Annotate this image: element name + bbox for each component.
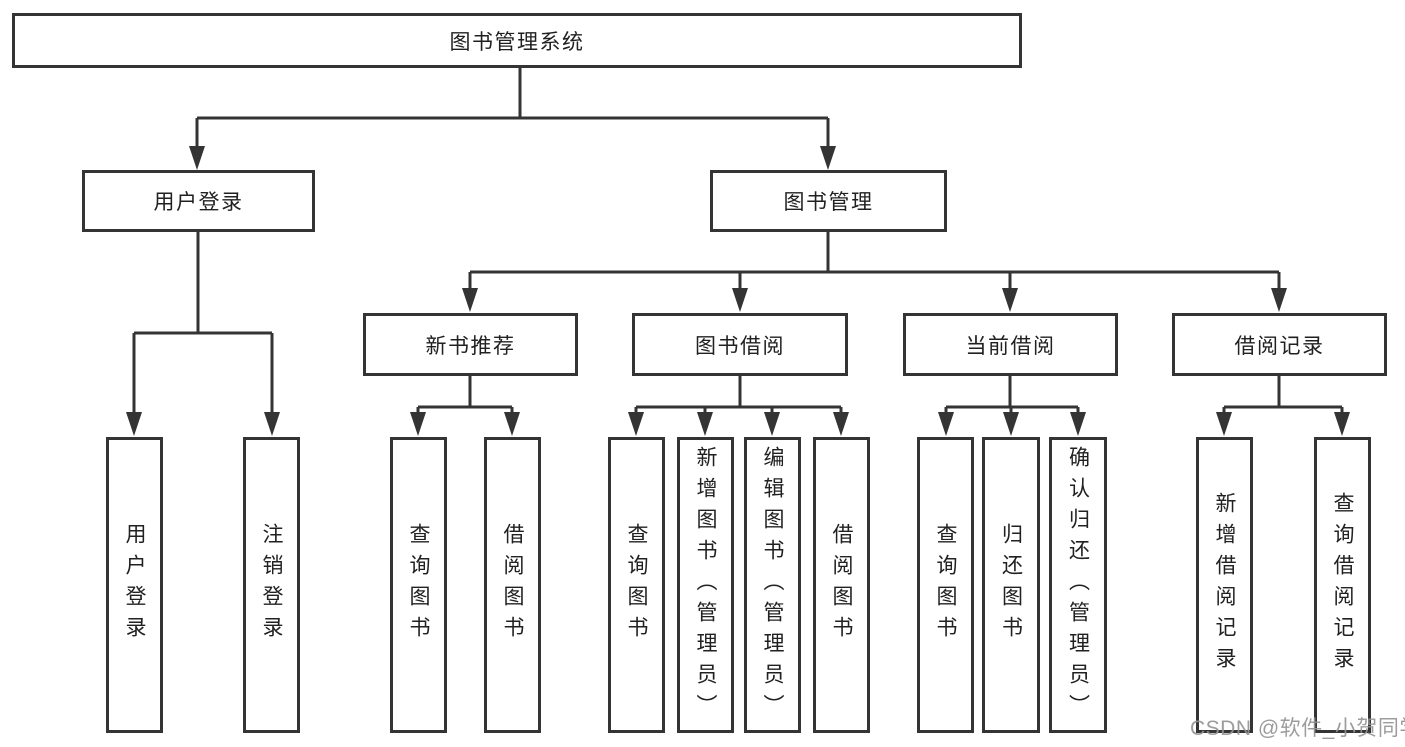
leaf-query-books-current-label: 查询图书 bbox=[934, 523, 957, 647]
node-book-management-label: 图书管理 bbox=[783, 191, 874, 214]
arrowhead-leaf-login bbox=[126, 412, 142, 436]
node-book-management: 图书管理 bbox=[710, 170, 947, 232]
leaf-user-login: 用户登录 bbox=[106, 437, 163, 733]
node-user-login: 用户登录 bbox=[82, 170, 315, 232]
leaf-edit-book-admin: 编辑图书（管理员） bbox=[744, 437, 801, 733]
node-new-book-recommend-label: 新书推荐 bbox=[425, 334, 516, 358]
node-book-borrowing: 图书借阅 bbox=[632, 313, 848, 376]
arrowhead-cur-3 bbox=[1070, 412, 1086, 436]
leaf-logout: 注销登录 bbox=[243, 437, 300, 733]
leaf-add-book-admin: 新增图书（管理员） bbox=[677, 437, 734, 733]
node-current-borrowing: 当前借阅 bbox=[903, 313, 1118, 376]
node-root-system: 图书管理系统 bbox=[12, 13, 1022, 68]
arrowhead-book-borrow bbox=[732, 288, 748, 312]
arrowhead-borrow-record bbox=[1271, 288, 1287, 312]
node-root-label: 图书管理系统 bbox=[449, 30, 585, 54]
arrowhead-current-borrow bbox=[1002, 288, 1018, 312]
arrowhead-cur-2 bbox=[1003, 412, 1019, 436]
arrowhead-book-mgmt bbox=[820, 146, 836, 170]
arrowhead-bb-2 bbox=[697, 412, 713, 436]
leaf-query-books-borrowing: 查询图书 bbox=[608, 437, 665, 733]
leaf-borrow-books-recommend-label: 借阅图书 bbox=[501, 523, 524, 647]
arrowhead-bb-1 bbox=[628, 412, 644, 436]
leaf-edit-book-admin-label: 编辑图书（管理员） bbox=[761, 445, 784, 725]
arrowhead-bb-4 bbox=[833, 412, 849, 436]
leaf-query-borrow-record: 查询借阅记录 bbox=[1314, 437, 1371, 733]
leaf-query-borrow-record-label: 查询借阅记录 bbox=[1331, 492, 1354, 678]
leaf-add-borrow-record-label: 新增借阅记录 bbox=[1213, 492, 1236, 678]
node-borrowing-records-label: 借阅记录 bbox=[1234, 334, 1325, 358]
arrowhead-new-rec bbox=[462, 288, 478, 312]
leaf-query-books-recommend-label: 查询图书 bbox=[407, 523, 430, 647]
node-borrowing-records: 借阅记录 bbox=[1172, 313, 1387, 376]
csdn-watermark: CSDN @软件_小贺同学 bbox=[1190, 717, 1405, 740]
leaf-confirm-return-admin-label: 确认归还（管理员） bbox=[1066, 445, 1090, 725]
leaf-confirm-return-admin: 确认归还（管理员） bbox=[1049, 437, 1107, 733]
node-new-book-recommend: 新书推荐 bbox=[363, 313, 578, 376]
leaf-borrow-books-borrowing-label: 借阅图书 bbox=[830, 523, 853, 647]
arrowhead-rec-1 bbox=[1216, 412, 1232, 436]
leaf-borrow-books-recommend: 借阅图书 bbox=[484, 437, 541, 733]
arrowhead-newrec-2 bbox=[504, 412, 520, 436]
node-current-borrowing-label: 当前借阅 bbox=[965, 334, 1056, 358]
node-book-borrowing-label: 图书借阅 bbox=[695, 334, 785, 358]
arrowhead-bb-3 bbox=[764, 412, 780, 436]
arrowhead-leaf-logout bbox=[264, 412, 280, 436]
leaf-query-books-borrowing-label: 查询图书 bbox=[625, 523, 648, 647]
leaf-return-book-label: 归还图书 bbox=[999, 523, 1023, 647]
leaf-user-login-label: 用户登录 bbox=[123, 523, 146, 647]
node-user-login-label: 用户登录 bbox=[153, 191, 244, 214]
arrowhead-newrec-1 bbox=[410, 412, 426, 436]
leaf-logout-label: 注销登录 bbox=[260, 523, 283, 647]
leaf-add-borrow-record: 新增借阅记录 bbox=[1196, 437, 1253, 733]
leaf-return-book: 归还图书 bbox=[982, 437, 1040, 733]
leaf-add-book-admin-label: 新增图书（管理员） bbox=[694, 445, 717, 725]
arrowhead-rec-2 bbox=[1334, 412, 1350, 436]
leaf-query-books-current: 查询图书 bbox=[917, 437, 974, 733]
leaf-borrow-books-borrowing: 借阅图书 bbox=[813, 437, 870, 733]
leaf-query-books-recommend: 查询图书 bbox=[390, 437, 447, 733]
arrowhead-cur-1 bbox=[938, 412, 954, 436]
arrowhead-user-login bbox=[189, 146, 205, 170]
